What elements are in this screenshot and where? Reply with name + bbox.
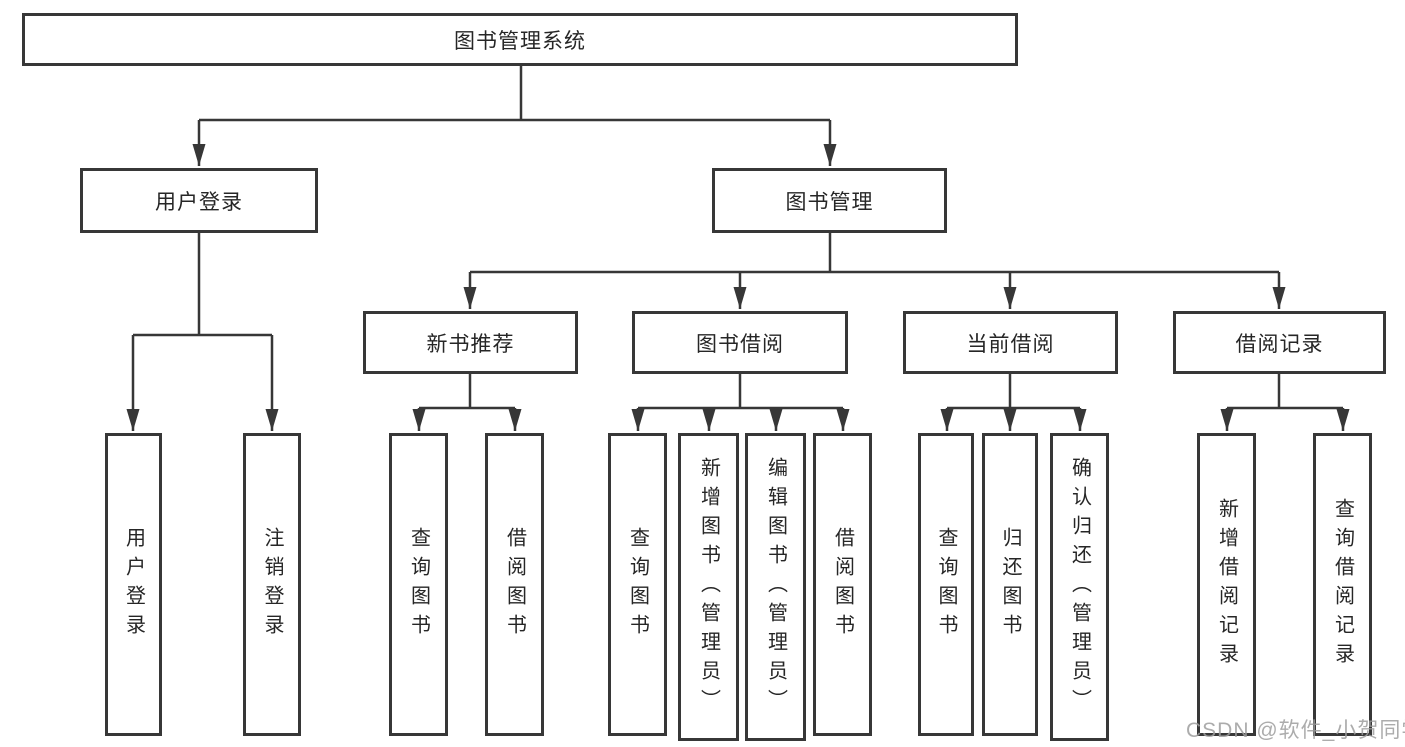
leaf-bb-edit-books-admin: 编辑图书（管理员） (745, 433, 806, 741)
leaf-rec-add-borrow-record: 新增借阅记录 (1197, 433, 1256, 736)
leaf-bb-borrow-books: 借阅图书 (813, 433, 872, 736)
node-label: 查询借阅记录 (1331, 497, 1354, 672)
node-current-borrowing: 当前借阅 (903, 311, 1118, 374)
node-user-login-branch: 用户登录 (80, 168, 318, 233)
node-label: 查询图书 (626, 526, 649, 643)
leaf-cb-query-books: 查询图书 (918, 433, 974, 736)
leaf-nb-borrow-books: 借阅图书 (485, 433, 544, 736)
leaf-user-login: 用户登录 (105, 433, 162, 736)
leaf-cb-return-books: 归还图书 (982, 433, 1038, 736)
node-label: 新增图书（管理员） (697, 456, 720, 718)
node-label: 编辑图书（管理员） (764, 456, 787, 718)
leaf-bb-add-books-admin: 新增图书（管理员） (678, 433, 739, 741)
node-label: 图书管理系统 (454, 29, 586, 53)
node-label: 借阅图书 (503, 526, 526, 643)
leaf-bb-query-books: 查询图书 (608, 433, 667, 736)
node-label: 借阅记录 (1235, 332, 1324, 356)
node-label: 查询图书 (935, 526, 957, 643)
node-label: 新增借阅记录 (1215, 497, 1238, 672)
node-library-management-system: 图书管理系统 (22, 13, 1018, 66)
node-new-book-recommendation: 新书推荐 (363, 311, 578, 374)
node-label: 确认归还（管理员） (1068, 456, 1091, 718)
leaf-logout: 注销登录 (243, 433, 301, 736)
leaf-rec-query-borrow-record: 查询借阅记录 (1313, 433, 1372, 736)
node-label: 新书推荐 (426, 332, 515, 356)
leaf-nb-query-books: 查询图书 (389, 433, 448, 736)
node-label: 当前借阅 (966, 332, 1055, 356)
csdn-watermark: CSDN @软件_小贺同学 (1186, 719, 1405, 742)
leaf-cb-confirm-return-admin: 确认归还（管理员） (1050, 433, 1109, 741)
node-label: 注销登录 (261, 526, 283, 643)
node-label: 图书管理 (785, 190, 874, 214)
node-book-management-branch: 图书管理 (712, 168, 947, 233)
node-borrowing-records: 借阅记录 (1173, 311, 1386, 374)
node-label: 用户登录 (122, 526, 145, 643)
node-label: 用户登录 (155, 190, 243, 214)
node-label: 查询图书 (407, 526, 430, 643)
node-book-borrowing: 图书借阅 (632, 311, 848, 374)
node-label: 图书借阅 (696, 332, 784, 356)
node-label: 归还图书 (999, 526, 1021, 643)
node-label: 借阅图书 (831, 526, 854, 643)
